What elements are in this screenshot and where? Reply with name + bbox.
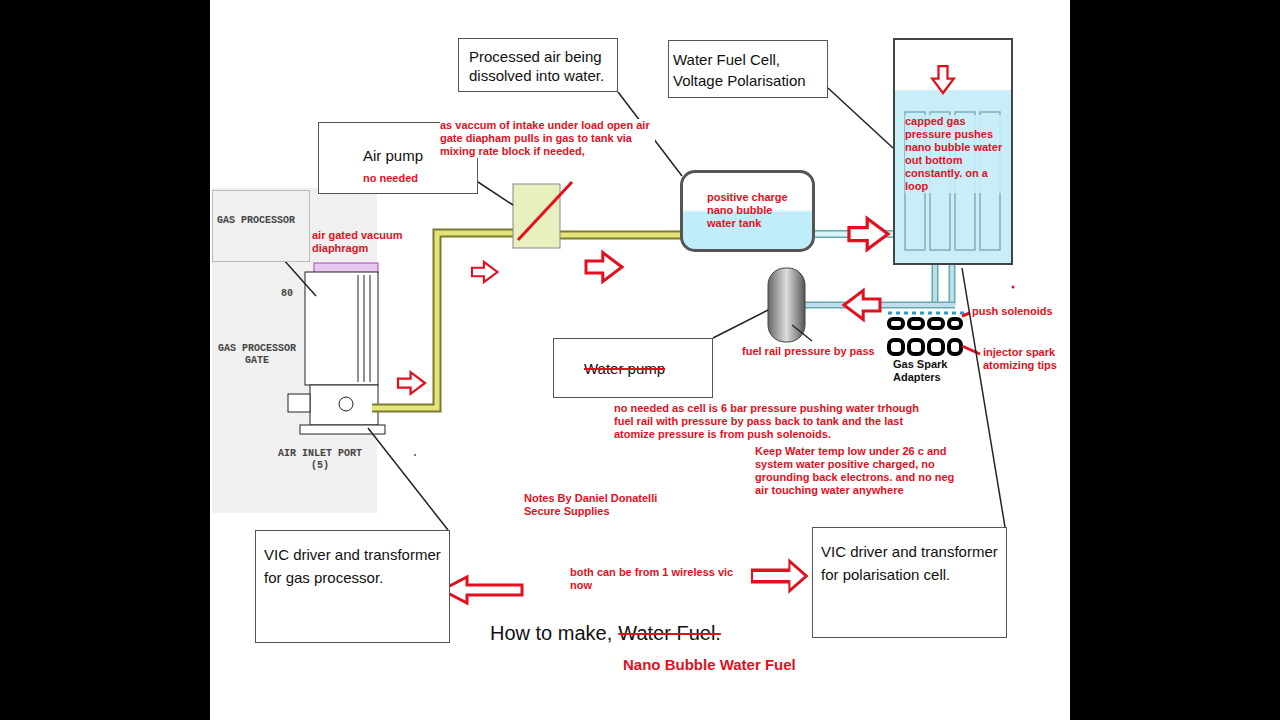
leader-line: [828, 88, 893, 148]
note-text: air gated vacuum diaphragm: [312, 229, 424, 255]
leader-line: [792, 325, 812, 341]
fuel-rail: [805, 265, 968, 313]
fuel-cell: capped gas pressure pushes nano bubble w…: [893, 38, 1013, 265]
part-label: AIR INLET PORT (5): [278, 448, 362, 472]
dot: [1012, 286, 1015, 289]
note-text: Nano Bubble Water Fuel: [623, 656, 796, 673]
label-box: Processed air being dissolved into water…: [458, 38, 618, 92]
node-text: positive charge nano bubble water tank: [707, 191, 800, 230]
flow-arrow: [932, 66, 954, 93]
note-text: fuel rail pressure by pass: [742, 345, 882, 358]
node-text: Processed air being dissolved into water…: [469, 47, 607, 85]
flow-arrow: [398, 372, 425, 394]
note-text: push solenoids: [972, 305, 1068, 318]
label-box: Water pump: [553, 338, 713, 398]
part-label: 80: [272, 288, 302, 300]
strike-line: [518, 182, 572, 240]
tank: positive charge nano bubble water tank: [680, 170, 815, 252]
gas-processor: [288, 263, 385, 434]
note-text: Notes By Daniel Donatelli Secure Supplie…: [524, 492, 689, 518]
flow-arrow: [442, 577, 522, 603]
gas-pipe: [372, 233, 515, 408]
note-text: no needed as cell is 6 bar pressure push…: [614, 402, 934, 441]
note-text: both can be from 1 wireless vic now: [570, 566, 740, 592]
label-box: VIC driver and transformer for polarisat…: [812, 527, 1007, 638]
note-text: Gas Spark Adapters: [893, 358, 965, 384]
cell-water: [893, 90, 1013, 265]
node-text: VIC driver and transformer for polarisat…: [821, 540, 998, 586]
label-box: VIC driver and transformer for gas proce…: [255, 530, 450, 643]
leader-line: [713, 310, 768, 338]
node-text: Water Fuel Cell, Voltage Polarisation: [673, 49, 823, 91]
page-ground: [210, 0, 1070, 720]
part-label: GAS PROCESSOR GATE: [214, 343, 300, 367]
flow-arrow: [586, 253, 622, 282]
gas-pipe: [372, 233, 515, 408]
dot: [414, 454, 416, 456]
flow-arrow: [844, 291, 880, 320]
flow-arrow: [752, 561, 806, 591]
node-text: VIC driver and transformer for gas proce…: [264, 543, 441, 589]
pipe-connector: [815, 218, 893, 249]
flow-arrow: [472, 262, 498, 282]
note-text: injector spark atomizing tips: [983, 346, 1068, 372]
note-text: as vaccum of intake under load open air …: [440, 119, 655, 158]
leader-line: [962, 346, 980, 354]
note-text: Keep Water temp low under 26 c and syste…: [755, 445, 963, 497]
title-text: Water Fuel.: [618, 620, 721, 646]
title-text: How to make,: [490, 620, 612, 646]
node-note: no needed: [363, 169, 469, 187]
leader-line: [478, 182, 513, 205]
label-box: Water Fuel Cell, Voltage Polarisation: [668, 40, 828, 98]
node-text: Water pump: [584, 359, 704, 378]
gas-pipe: [560, 233, 682, 238]
leader-line: [368, 428, 448, 530]
node-text: GAS PROCESSOR: [217, 215, 305, 227]
gas-pipe: [560, 231, 682, 240]
label-box: GAS PROCESSOR: [212, 190, 310, 262]
node-text: capped gas pressure pushes nano bubble w…: [905, 115, 1003, 193]
injectors: [889, 319, 961, 354]
